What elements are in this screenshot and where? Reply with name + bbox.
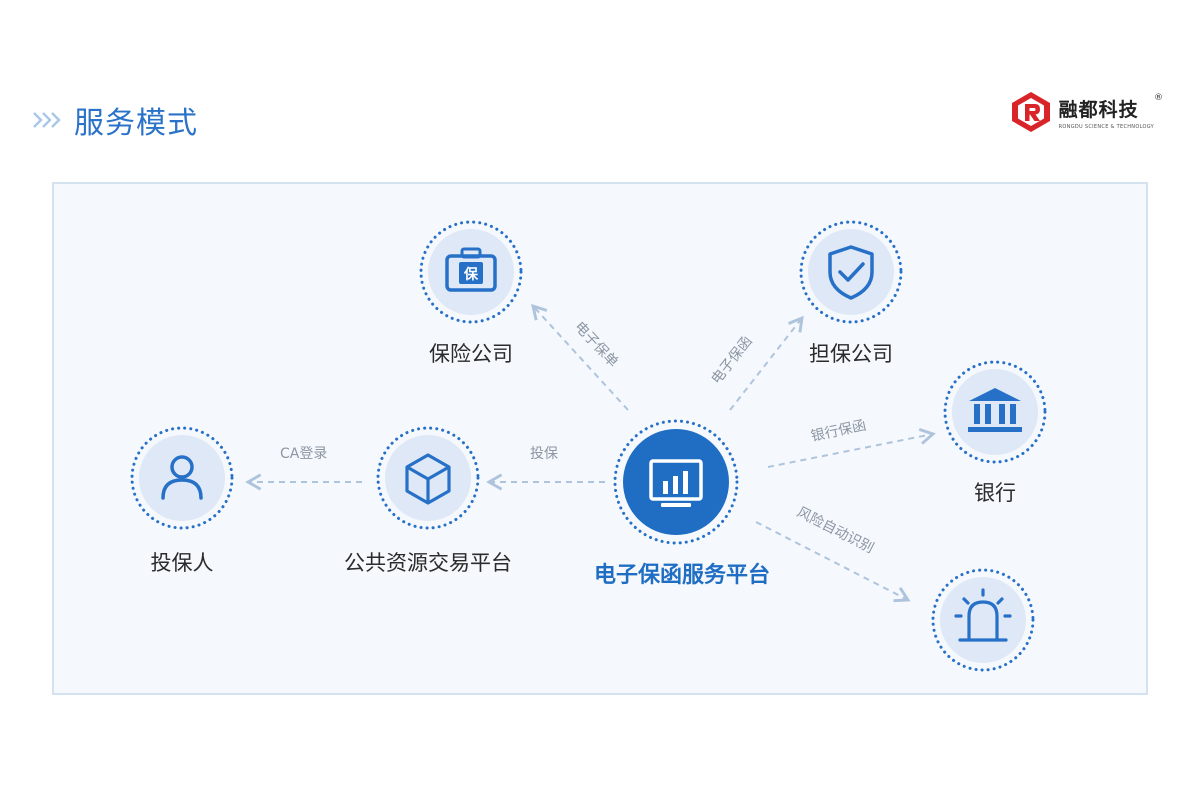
logo-subtitle: RONGDU SCIENCE & TECHNOLOGY xyxy=(1058,123,1154,130)
node-label-bank: 银行 xyxy=(974,481,1016,505)
bank-icon xyxy=(968,388,1022,432)
node-investor[interactable] xyxy=(130,426,234,530)
node-platform[interactable] xyxy=(376,426,480,530)
edge-label-insurance: 电子保单 xyxy=(571,319,621,371)
node-label-guarantee: 担保公司 xyxy=(809,342,893,366)
shield-check-icon xyxy=(828,245,874,300)
node-center[interactable] xyxy=(613,419,739,545)
alarm-light-icon xyxy=(954,588,1012,642)
briefcase-icon xyxy=(445,247,497,292)
edge-to-bank xyxy=(767,428,936,468)
registered-mark: ® xyxy=(1154,92,1164,103)
node-label-platform: 公共资源交易平台 xyxy=(344,551,512,575)
node-insurance[interactable]: 保 xyxy=(419,220,523,324)
node-alarm[interactable] xyxy=(931,568,1035,672)
user-icon xyxy=(161,455,203,500)
edge-label-investor: CA登录 xyxy=(280,446,327,462)
edge-label-platform: 投保 xyxy=(530,446,558,462)
edge-to-guarantee xyxy=(729,315,804,411)
logo-mark-icon xyxy=(1011,92,1050,132)
monitor-chart-icon xyxy=(649,459,703,507)
briefcase-badge: 保 xyxy=(463,266,479,283)
chevrons-icon xyxy=(32,110,62,130)
page-title: 服务模式 xyxy=(74,106,198,141)
node-label-center: 电子保函服务平台 xyxy=(594,562,770,588)
edge-label-guarantee: 电子保函 xyxy=(709,333,756,387)
node-label-insurance: 保险公司 xyxy=(429,342,513,366)
node-guarantee[interactable] xyxy=(799,220,903,324)
header: 服务模式 xyxy=(32,98,198,142)
node-bank[interactable] xyxy=(943,360,1047,464)
logo-name: 融都科技® xyxy=(1058,92,1164,121)
logo: 融都科技® RONGDU SCIENCE & TECHNOLOGY xyxy=(1009,90,1164,134)
cube-icon xyxy=(405,453,451,505)
edge-to-insurance xyxy=(531,303,629,411)
node-label-investor: 投保人 xyxy=(151,551,214,575)
edge-label-bank: 银行保函 xyxy=(810,418,868,445)
